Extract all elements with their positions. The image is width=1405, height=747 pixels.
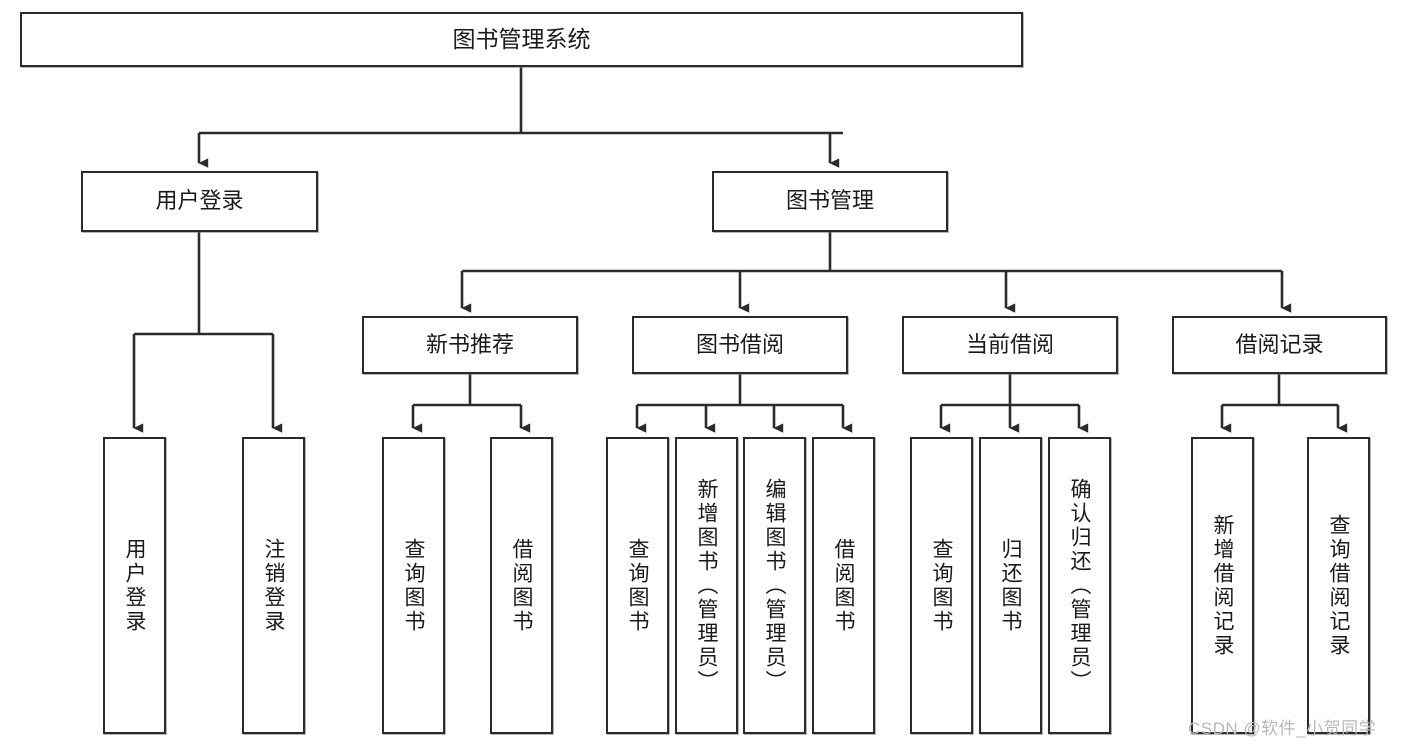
node-root[interactable]: 图书管理系统 (20, 12, 1023, 67)
node-leaf-query-record[interactable]: 查询借阅记录 (1307, 437, 1370, 734)
node-leaf-return-book-label: 归还图书 (999, 537, 1022, 634)
node-current-borrow-label: 当前借阅 (965, 331, 1054, 357)
node-leaf-add-record-label: 新增借阅记录 (1211, 513, 1234, 658)
node-leaf-query-book-2-label: 查询图书 (626, 537, 649, 634)
node-user-login-label: 用户登录 (155, 188, 244, 214)
node-leaf-query-book-1-label: 查询图书 (402, 537, 425, 634)
node-leaf-confirm-return-label: 确认归还（管理员） (1068, 477, 1091, 694)
node-leaf-add-book[interactable]: 新增图书（管理员） (675, 437, 738, 734)
node-leaf-add-book-label: 新增图书（管理员） (695, 477, 718, 694)
node-leaf-borrow-book-2[interactable]: 借阅图书 (812, 437, 875, 734)
node-leaf-edit-book[interactable]: 编辑图书（管理员） (743, 437, 806, 734)
node-borrow-record-label: 借阅记录 (1235, 331, 1324, 357)
node-book-management-label: 图书管理 (785, 188, 874, 214)
node-book-borrow[interactable]: 图书借阅 (632, 316, 848, 374)
node-root-label: 图书管理系统 (452, 25, 591, 52)
node-leaf-borrow-book-1[interactable]: 借阅图书 (490, 437, 553, 734)
node-leaf-user-login-label: 用户登录 (123, 537, 146, 634)
node-leaf-query-book-1[interactable]: 查询图书 (382, 437, 445, 734)
node-leaf-edit-book-label: 编辑图书（管理员） (763, 477, 786, 694)
node-leaf-query-book-3-label: 查询图书 (930, 537, 953, 634)
node-leaf-borrow-book-2-label: 借阅图书 (832, 537, 855, 634)
node-leaf-user-logout-label: 注销登录 (262, 537, 285, 634)
node-borrow-record[interactable]: 借阅记录 (1172, 316, 1387, 374)
node-book-management[interactable]: 图书管理 (712, 171, 948, 232)
node-leaf-borrow-book-1-label: 借阅图书 (510, 537, 533, 634)
node-new-book-recommend-label: 新书推荐 (425, 331, 514, 357)
node-leaf-user-login[interactable]: 用户登录 (103, 437, 166, 734)
node-leaf-return-book[interactable]: 归还图书 (979, 437, 1042, 734)
node-leaf-add-record[interactable]: 新增借阅记录 (1191, 437, 1254, 734)
csdn-watermark: CSDN @软件_小贺同学 (1188, 719, 1377, 738)
node-leaf-confirm-return[interactable]: 确认归还（管理员） (1048, 437, 1111, 734)
node-current-borrow[interactable]: 当前借阅 (902, 316, 1118, 374)
node-leaf-query-book-2[interactable]: 查询图书 (606, 437, 669, 734)
node-leaf-query-record-label: 查询借阅记录 (1327, 513, 1350, 658)
node-leaf-user-logout[interactable]: 注销登录 (242, 437, 305, 734)
node-leaf-query-book-3[interactable]: 查询图书 (910, 437, 973, 734)
node-new-book-recommend[interactable]: 新书推荐 (362, 316, 578, 374)
node-book-borrow-label: 图书借阅 (695, 331, 784, 357)
node-user-login[interactable]: 用户登录 (81, 171, 318, 232)
